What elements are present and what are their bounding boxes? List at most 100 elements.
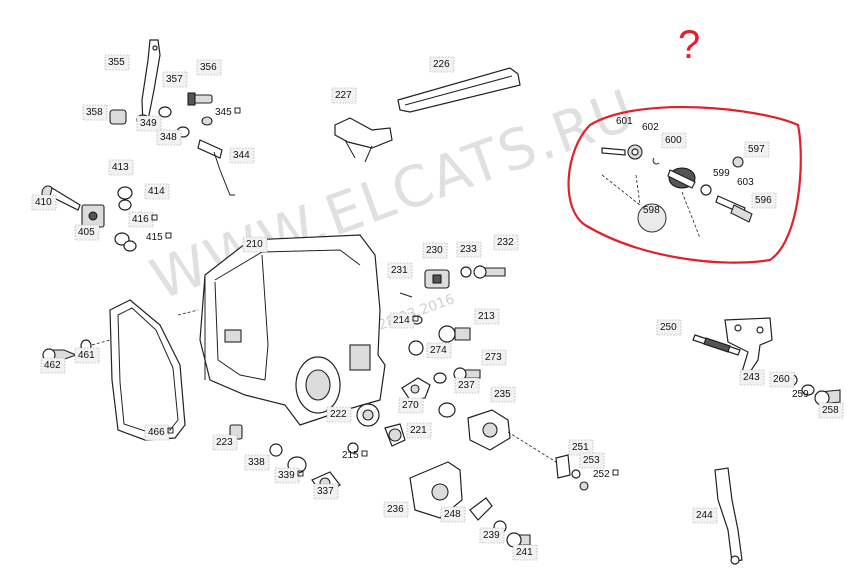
callout-box-248 [440, 506, 466, 523]
callout-box-239 [479, 527, 505, 544]
callout-box-461 [74, 347, 100, 364]
callout-box-416 [128, 211, 154, 228]
callout-237: 237 [458, 380, 475, 391]
bracket-mark-339 [297, 470, 304, 477]
transmission-housing [199, 234, 386, 426]
callout-339: 339 [278, 470, 295, 481]
callout-box-338 [244, 454, 270, 471]
callout-215: 215 [342, 450, 359, 461]
callout-410: 410 [35, 197, 52, 208]
bracket-mark-415 [165, 232, 172, 239]
callout-415: 415 [146, 232, 163, 243]
valve-group [601, 144, 753, 239]
callout-235: 235 [494, 389, 511, 400]
callout-348: 348 [160, 132, 177, 143]
bracket-mark-416 [151, 214, 158, 221]
callout-box-600 [661, 132, 687, 149]
callout-box-410 [31, 194, 57, 211]
bracket-group [692, 317, 841, 565]
callout-273: 273 [485, 352, 502, 363]
callout-236: 236 [387, 504, 404, 515]
bracket-mark-215 [361, 450, 368, 457]
callout-box-226 [429, 56, 455, 73]
callout-222: 222 [330, 409, 347, 420]
callout-244: 244 [696, 510, 713, 521]
callout-213: 213 [478, 311, 495, 322]
callout-243: 243 [743, 372, 760, 383]
callout-226: 226 [433, 59, 450, 70]
callout-box-466 [144, 424, 170, 441]
callout-box-414 [144, 183, 170, 200]
callout-241: 241 [516, 547, 533, 558]
cover-parts [356, 265, 511, 451]
callout-box-274 [426, 342, 452, 359]
callout-232: 232 [497, 237, 514, 248]
callout-253: 253 [583, 455, 600, 466]
callout-box-357 [162, 71, 188, 88]
callout-214: 214 [393, 315, 410, 326]
callout-210: 210 [246, 239, 263, 250]
callout-602: 602 [642, 122, 659, 133]
callout-358: 358 [86, 107, 103, 118]
callout-box-233 [456, 241, 482, 258]
callout-596: 596 [755, 195, 772, 206]
callout-box-597 [744, 141, 770, 158]
callout-601: 601 [616, 116, 633, 127]
callout-box-344 [229, 147, 255, 164]
callout-box-232 [493, 234, 519, 251]
callout-labels: 3553573563583493453483444134104144054164… [31, 54, 844, 561]
callout-416: 416 [132, 214, 149, 225]
housing-gasket [42, 299, 199, 441]
callout-box-356 [196, 59, 222, 76]
callout-355: 355 [108, 57, 125, 68]
callout-274: 274 [430, 345, 447, 356]
callout-box-244 [692, 507, 718, 524]
callout-box-348 [156, 129, 182, 146]
callout-box-358 [82, 104, 108, 121]
callout-603: 603 [737, 177, 754, 188]
callout-337: 337 [317, 486, 334, 497]
guide-rail-group [334, 67, 521, 163]
callout-box-337 [313, 483, 339, 500]
callout-357: 357 [166, 74, 183, 85]
callout-box-349 [136, 115, 162, 132]
callout-259: 259 [792, 389, 809, 400]
callout-box-462 [40, 357, 66, 374]
callout-box-258 [818, 402, 844, 419]
callout-box-214 [389, 312, 415, 329]
callout-252: 252 [593, 469, 610, 480]
callout-598: 598 [643, 205, 660, 216]
callout-356: 356 [200, 62, 217, 73]
callout-251: 251 [572, 442, 589, 453]
callout-box-355 [104, 54, 130, 71]
callout-270: 270 [402, 400, 419, 411]
question-mark: ? [678, 23, 700, 67]
callout-227: 227 [335, 90, 352, 101]
callout-258: 258 [822, 405, 839, 416]
bracket-mark-466 [167, 427, 174, 434]
callout-223: 223 [216, 437, 233, 448]
callout-600: 600 [665, 135, 682, 146]
callout-box-250 [656, 319, 682, 336]
callout-box-213 [474, 308, 500, 325]
callout-344: 344 [233, 150, 250, 161]
callout-250: 250 [660, 322, 677, 333]
callout-414: 414 [148, 186, 165, 197]
callout-box-230 [422, 242, 448, 259]
callout-box-231 [387, 262, 413, 279]
callout-box-235 [490, 386, 516, 403]
callout-box-270 [398, 397, 424, 414]
callout-260: 260 [773, 374, 790, 385]
selector-group [41, 185, 137, 252]
callout-box-222 [326, 406, 352, 423]
bracket-mark-214 [412, 315, 419, 322]
callout-box-273 [481, 349, 507, 366]
callout-231: 231 [391, 265, 408, 276]
red-ring [567, 106, 802, 264]
callout-box-339 [274, 467, 300, 484]
callout-466: 466 [148, 427, 165, 438]
callout-239: 239 [483, 530, 500, 541]
callout-box-253 [579, 452, 605, 469]
callout-233: 233 [460, 244, 477, 255]
